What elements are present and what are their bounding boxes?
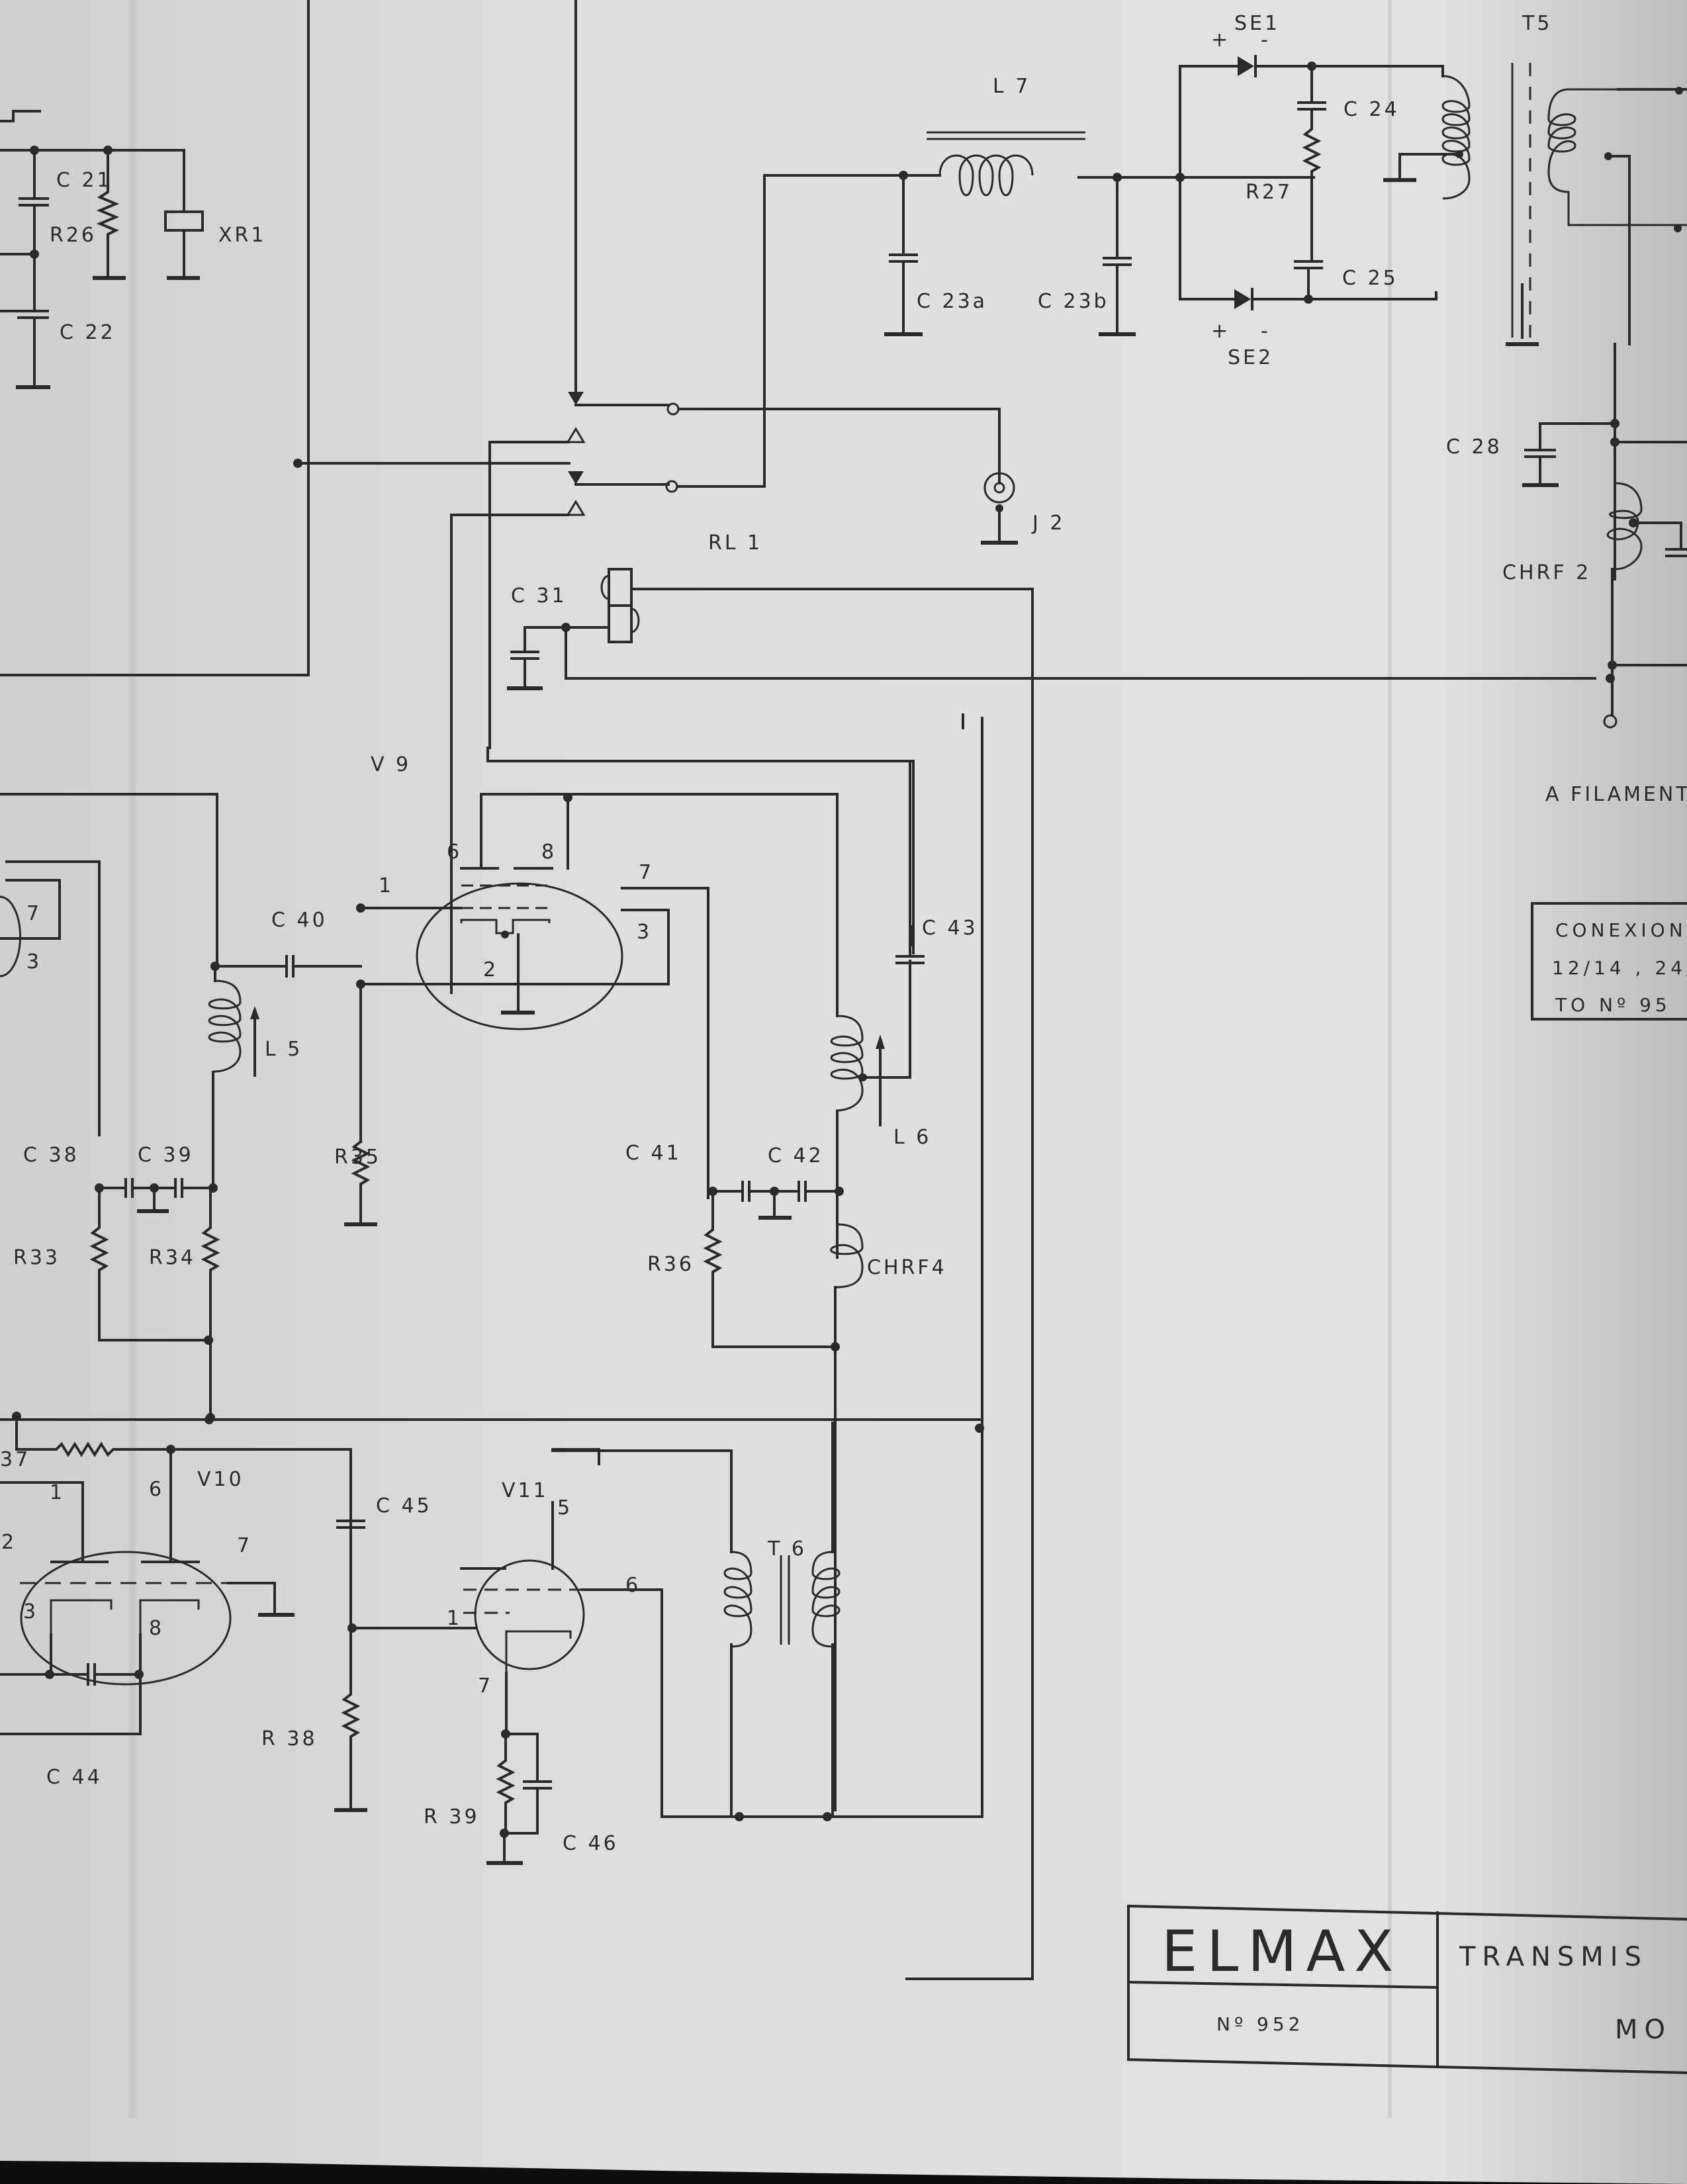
J2-connector-icon: [983, 472, 1015, 504]
V9-pin-8: 8: [541, 841, 557, 864]
label-R37: 37: [0, 1448, 30, 1471]
drawing-number: Nº 952: [1216, 2013, 1304, 2035]
V10-pin-2: 2: [1, 1531, 17, 1554]
label-R26: R26: [50, 224, 97, 247]
V9-pin-7: 7: [639, 861, 654, 884]
V9-tube-envelope: [416, 882, 623, 1030]
V10-tube-stage: 37 V10 1 6 2 7 3 8 C 44: [0, 1412, 352, 1789]
V9-tube-stage: V 9 6 8 1 7 3 2 R35: [334, 747, 915, 1226]
T5-transformer: T5: [1383, 12, 1687, 346]
label-C43: C 43: [922, 917, 978, 940]
SE1-plus: +: [1211, 28, 1230, 52]
label-C46: C 46: [563, 1832, 619, 1855]
label-SE1: SE1: [1234, 12, 1280, 35]
label-CHRF2: CHRF 2: [1502, 561, 1591, 584]
V9-pin-1: 1: [379, 874, 394, 897]
relay-contact-fixed-1: [566, 427, 586, 443]
label-V10: V10: [197, 1468, 244, 1491]
label-XR1: XR1: [218, 224, 266, 247]
oscillator-crystal-section: C 21 R26 C 22 XR1: [0, 110, 266, 389]
label-V9: V 9: [371, 753, 411, 776]
label-C42: C 42: [768, 1144, 824, 1167]
antenna-relay-contacts: J 2: [450, 174, 1065, 994]
label-L7: L 7: [993, 75, 1030, 98]
drawing-title: TRANSMIS: [1459, 1942, 1648, 1972]
stage-left-tank: 7 3 C 40 L 5 C 38 C 39 R33 R34: [0, 793, 981, 1424]
label-SE2: SE2: [1228, 346, 1273, 369]
label-C41: C 41: [625, 1142, 682, 1165]
V10-pin-1: 1: [50, 1481, 65, 1504]
connection-note-box: CONEXION 12/14 , 24/ TO Nº 95: [1531, 902, 1687, 1021]
relay-contact-fixed-2: [566, 500, 586, 516]
label-C39: C 39: [138, 1144, 194, 1167]
V11-pin-6: 6: [625, 1574, 641, 1597]
SE1-diode-icon: [1238, 56, 1254, 76]
label-CHRF4: CHRF4: [867, 1256, 947, 1279]
rectifier-section: SE1 + - + - SE2 C 24 R27 C 25: [1179, 12, 1444, 369]
SE1-minus: -: [1261, 28, 1271, 52]
label-C22: C 22: [60, 321, 116, 344]
relay-coil-section: RL 1 C 31: [507, 531, 1596, 1980]
V11-tube-stage: V11 5 1 6 7 T 6 R 39 C 46: [402, 1422, 908, 1865]
V9-output-tank: C 43 L 6 C 41 C 42 R36 CHRF4: [625, 713, 984, 1818]
left-tube-pin-7: 7: [26, 902, 42, 925]
V10-pin-6: 6: [149, 1478, 164, 1501]
V10-pin-8: 8: [149, 1617, 164, 1640]
label-C21: C 21: [56, 169, 113, 192]
drawing-subtitle: MO: [1615, 2015, 1672, 2045]
V10-pin-3: 3: [23, 1600, 38, 1623]
V9-pin-2: 2: [483, 958, 498, 981]
scan-edge: [0, 2161, 1687, 2184]
filament-choke-section: C 28 CHRF 2 A FILAMENT: [1446, 343, 1687, 806]
label-R34: R34: [149, 1246, 196, 1269]
label-R36: R36: [647, 1253, 694, 1276]
lowpass-filter: L 7 C 23a C 23b: [884, 75, 1315, 336]
label-C25: C 25: [1342, 267, 1398, 290]
brand-title: ELMAX: [1162, 1919, 1402, 1985]
label-L6: L 6: [893, 1126, 931, 1149]
label-C28: C 28: [1446, 435, 1502, 459]
label-T6: T 6: [767, 1537, 807, 1561]
note-line-2: 12/14 , 24/: [1552, 957, 1687, 979]
SE2-minus: -: [1261, 320, 1271, 343]
label-J2: J 2: [1031, 512, 1065, 535]
feed-wires: [0, 0, 577, 676]
label-C23b: C 23b: [1038, 290, 1109, 313]
left-tube-pin-3: 3: [26, 950, 42, 974]
title-block: ELMAX Nº 952 TRANSMIS MO: [1126, 1904, 1687, 2075]
V11-pin-5: 5: [557, 1496, 572, 1520]
relay-contact-moving-1: [568, 392, 584, 405]
V11-pin-7: 7: [478, 1674, 493, 1698]
label-C44: C 44: [46, 1766, 103, 1789]
label-C23a: C 23a: [917, 290, 987, 313]
note-line-1: CONEXION: [1555, 919, 1687, 941]
label-L5: L 5: [265, 1038, 302, 1061]
SE2-diode-icon: [1234, 289, 1251, 309]
label-C38: C 38: [23, 1144, 79, 1167]
label-T5: T5: [1522, 12, 1552, 35]
label-R39: R 39: [424, 1805, 480, 1829]
V10-tube-envelope: [20, 1551, 232, 1686]
V11-tube-envelope: [474, 1559, 585, 1670]
note-line-3: TO Nº 95: [1555, 994, 1671, 1016]
label-RL1: RL 1: [708, 531, 762, 555]
label-V11: V11: [502, 1479, 549, 1502]
V9-pin-6: 6: [447, 841, 462, 864]
V9-pin-3: 3: [637, 921, 652, 944]
label-C45: C 45: [376, 1494, 432, 1518]
label-R38: R 38: [261, 1727, 318, 1751]
V10-pin-7: 7: [237, 1534, 252, 1557]
label-R35: R35: [334, 1146, 381, 1169]
label-C24: C 24: [1344, 98, 1400, 121]
label-C40: C 40: [271, 909, 328, 932]
SE2-plus: +: [1211, 320, 1230, 343]
V11-pin-1: 1: [447, 1607, 462, 1630]
relay-contact-moving-2: [568, 471, 584, 484]
label-C31: C 31: [511, 584, 567, 608]
label-R27: R27: [1246, 181, 1293, 204]
filament-output-label: A FILAMENT: [1545, 783, 1687, 806]
label-R33: R33: [13, 1246, 60, 1269]
